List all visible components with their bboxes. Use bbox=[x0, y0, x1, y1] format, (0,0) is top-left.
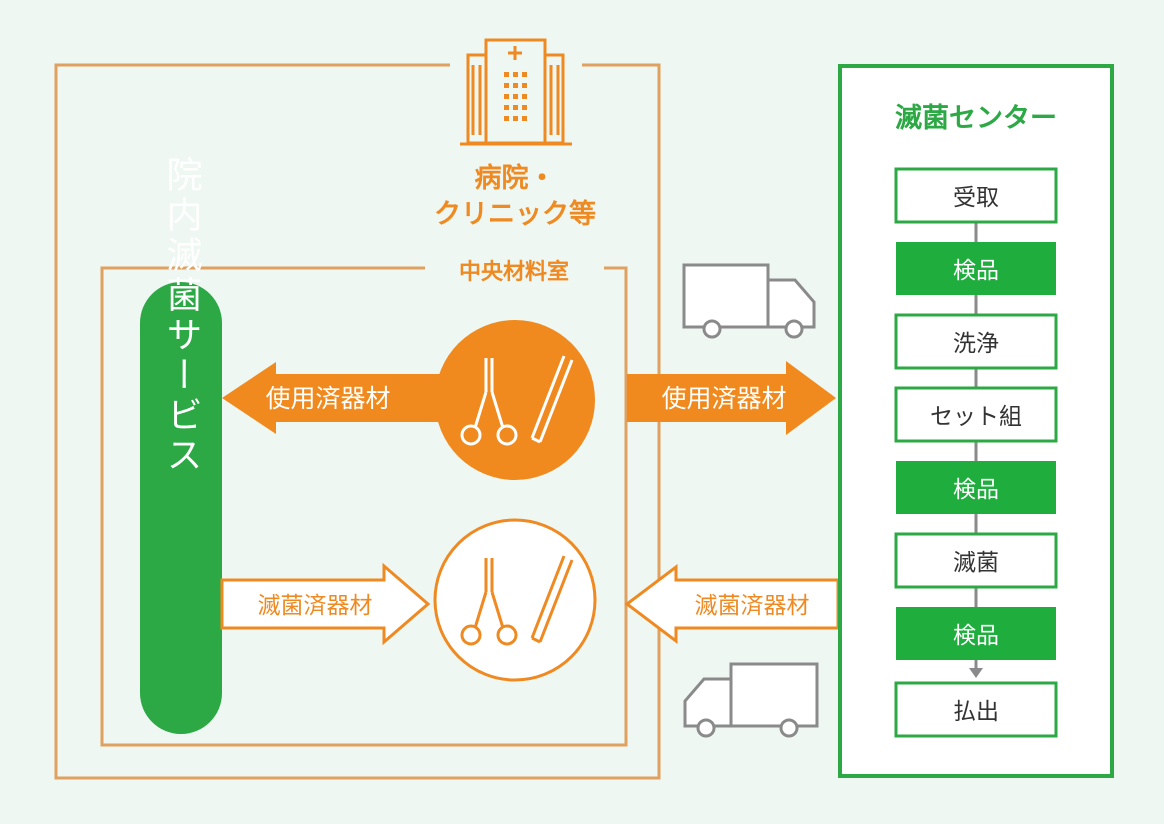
sterilized-instruments-arrow-in bbox=[220, 562, 431, 646]
hospital-windows bbox=[504, 72, 527, 121]
used-instruments-arrow-right bbox=[627, 361, 836, 435]
process-step-label: 洗浄 bbox=[953, 331, 999, 357]
tweezers-icon bbox=[530, 555, 574, 644]
used-instruments-left-label: 使用済器材 bbox=[265, 384, 390, 413]
process-step-highlight: 検品 bbox=[896, 461, 1056, 514]
sterilized-instruments-right-label: 滅菌済器材 bbox=[695, 593, 810, 619]
process-step-label: 払出 bbox=[953, 699, 999, 725]
sterilized-instruments-circle bbox=[433, 518, 597, 682]
process-step-label: 受取 bbox=[953, 185, 999, 211]
process-step-label: 検品 bbox=[953, 623, 999, 649]
used-instruments-arrow-left bbox=[222, 362, 455, 434]
hospital-building-icon bbox=[460, 38, 572, 146]
in-house-service-label: 院内滅菌サービス bbox=[161, 156, 202, 476]
process-step: セット組 bbox=[894, 386, 1058, 443]
tweezers-icon bbox=[530, 355, 574, 444]
sterilized-instruments-left-label: 滅菌済器材 bbox=[258, 593, 373, 619]
hospital-frame bbox=[54, 63, 661, 780]
process-step-label: 検品 bbox=[953, 477, 999, 503]
process-step: 滅菌 bbox=[894, 532, 1058, 589]
scissors-forceps-icon bbox=[460, 558, 518, 646]
used-instruments-circle bbox=[435, 320, 595, 480]
process-step-label: 検品 bbox=[953, 258, 999, 284]
process-arrowhead bbox=[969, 668, 983, 678]
process-step-label: 滅菌 bbox=[953, 550, 999, 576]
truck-icon bbox=[683, 662, 819, 738]
process-step: 受取 bbox=[894, 167, 1058, 224]
central-room-label: 中央材料室 bbox=[459, 259, 569, 285]
in-house-service-pill bbox=[140, 282, 222, 734]
used-instruments-right-label: 使用済器材 bbox=[661, 384, 786, 413]
process-steps: 受取 検品 洗浄 セット組 検品 滅菌 検品 払出 bbox=[894, 167, 1058, 738]
scissors-forceps-icon bbox=[460, 358, 518, 446]
hospital-label-line2: クリニック等 bbox=[434, 198, 596, 230]
process-step: 洗浄 bbox=[894, 313, 1058, 370]
process-step-highlight: 検品 bbox=[896, 242, 1056, 295]
truck-icon bbox=[682, 263, 816, 339]
process-step: 払出 bbox=[894, 681, 1058, 738]
sterilization-center-title: 滅菌センター bbox=[895, 103, 1057, 134]
central-room-frame bbox=[100, 266, 628, 747]
process-step-highlight: 検品 bbox=[896, 607, 1056, 660]
process-step-label: セット組 bbox=[930, 404, 1022, 430]
hospital-label-line1: 病院・ bbox=[475, 162, 556, 194]
